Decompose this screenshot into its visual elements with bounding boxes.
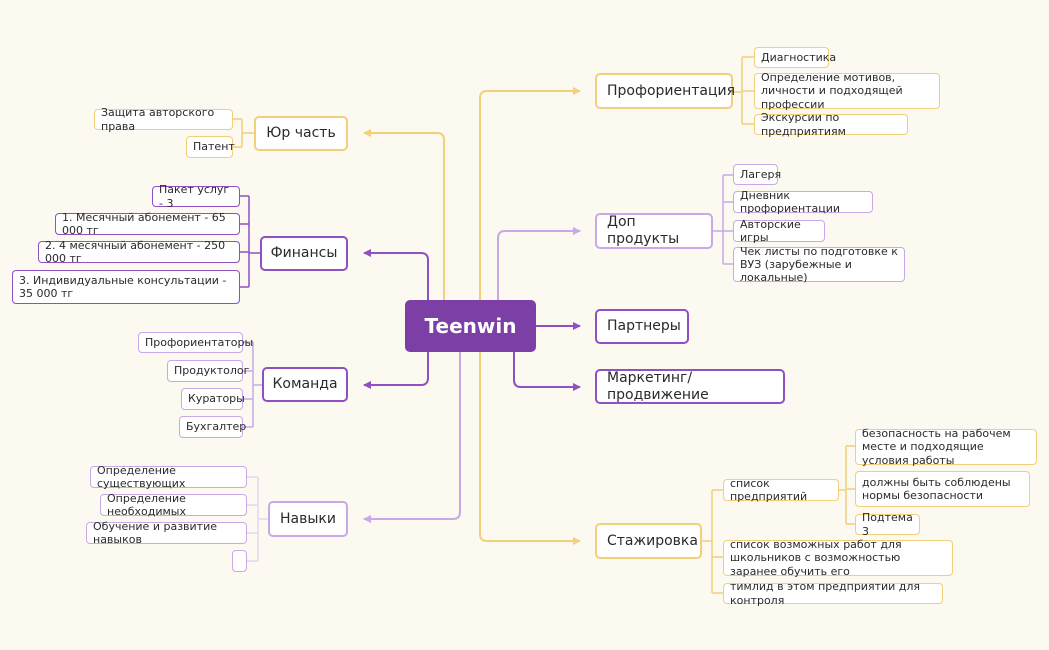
topic-proforientation[interactable]: Профориентация (595, 73, 735, 109)
subtopic-diagnostics[interactable]: Диагностика (754, 47, 836, 68)
subtopic-training[interactable]: Обучение и развитие навыков (86, 520, 247, 546)
topic-skills[interactable]: Навыки (268, 501, 348, 537)
edge-proforientation (479, 87, 581, 300)
topic-marketing[interactable]: Маркетинг/продвижение (595, 369, 785, 404)
edge-finance (363, 249, 429, 300)
subtopic-topic-3[interactable]: Подтема 3 (855, 511, 920, 538)
topic-internship[interactable]: Стажировка (595, 523, 702, 559)
subtopic-empty[interactable] (232, 550, 247, 572)
subtopic-safety-norms[interactable]: должны быть соблюдены нормы безопасности (855, 471, 1030, 507)
subtopic-career-advisors[interactable]: Профориентаторы (138, 332, 253, 353)
subtopic-package[interactable]: Пакет услуг - 3 (152, 183, 240, 210)
subtopic-checklists[interactable]: Чек листы по подготовке к ВУЗ (зарубежны… (733, 245, 905, 284)
topic-extra-products[interactable]: Доп продукты (595, 213, 713, 249)
subtopic-camps[interactable]: Лагеря (733, 164, 781, 185)
edge-team (363, 352, 429, 389)
subtopic-excursions[interactable]: Экскурсии по предприятиям (754, 111, 908, 138)
topic-partners[interactable]: Партнеры (595, 309, 689, 344)
subtopic-existing[interactable]: Определение существующих (90, 464, 247, 490)
subtopic-games[interactable]: Авторские игры (733, 218, 825, 244)
edge-marketing (513, 352, 581, 391)
topic-legal[interactable]: Юр часть (254, 116, 348, 151)
subtopic-safety-conditions[interactable]: безопасность на рабочем месте и подходящ… (855, 427, 1037, 467)
subtopic-four-month[interactable]: 2. 4 месячный абонемент - 250 000 тг (38, 239, 240, 265)
subtopic-motives[interactable]: Определение мотивов, личности и подходящ… (754, 71, 940, 111)
edge-extra-products (497, 227, 581, 300)
edge-internship (479, 352, 581, 545)
topic-finance[interactable]: Финансы (260, 236, 348, 271)
subtopic-required[interactable]: Определение необходимых (100, 492, 247, 518)
central-topic[interactable]: Teenwin (405, 300, 536, 352)
subtopic-curators[interactable]: Кураторы (181, 388, 245, 410)
subtopic-teamlead[interactable]: тимлид в этом предприятии для контроля (723, 580, 943, 607)
subtopic-copyright[interactable]: Защита авторского права (94, 106, 233, 133)
subtopic-monthly[interactable]: 1. Месячный абонемент - 65 000 тг (55, 211, 240, 237)
edge-legal (363, 129, 445, 300)
subtopic-diary[interactable]: Дневник профориентации (733, 189, 873, 215)
subtopic-accountant[interactable]: Бухгалтер (179, 416, 246, 438)
subtopic-company-list[interactable]: список предприятий (723, 477, 839, 503)
subtopic-patent[interactable]: Патент (186, 136, 235, 158)
topic-team[interactable]: Команда (262, 367, 348, 402)
subtopic-product-manager[interactable]: Продуктолог (167, 360, 249, 382)
subtopic-job-list[interactable]: список возможных работ для школьников с … (723, 538, 953, 578)
subtopic-individual[interactable]: 3. Индивидуальные консультации - 35 000 … (12, 270, 240, 304)
